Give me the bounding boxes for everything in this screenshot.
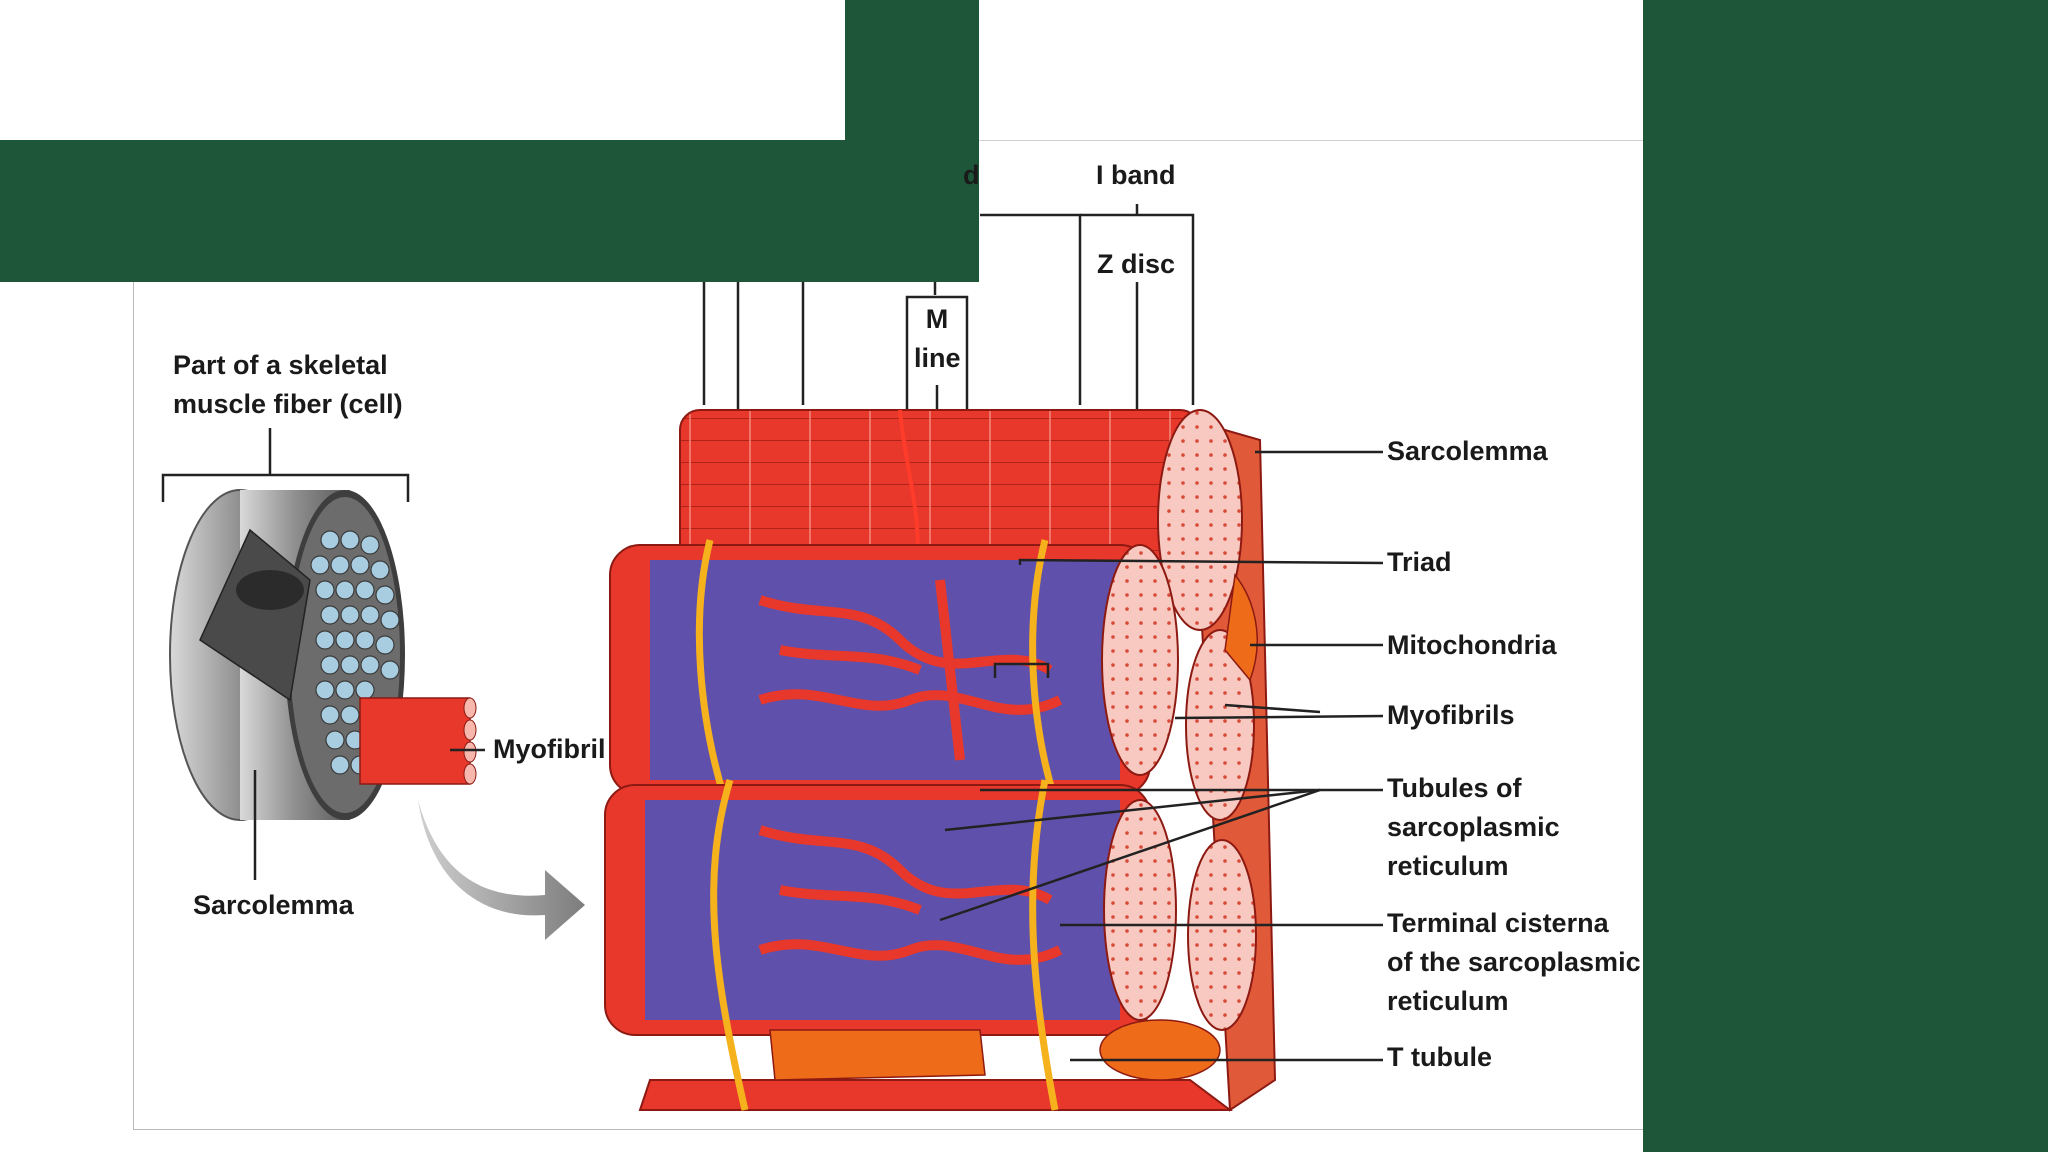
label-terminal-cisterna: Terminal cisterna of the sarcoplasmic re… [1387, 908, 1641, 1016]
label-sarcolemma-right: Sarcolemma [1387, 436, 1548, 466]
band-brackets [702, 204, 1195, 425]
myofibril-bundle [359, 697, 477, 785]
label-myofibrils: Myofibrils [1387, 700, 1515, 730]
leader-lines [939, 450, 1384, 1062]
skeletal-fiber-illustration [161, 428, 585, 940]
zoom-arrow-icon [418, 800, 585, 940]
slide-accent-right [1643, 0, 2048, 1152]
label-m-line: M line [914, 304, 961, 373]
sarcomere-illustration [604, 409, 1277, 1112]
label-z-disc: Z disc [1097, 249, 1176, 279]
slide-accent-band [0, 140, 979, 282]
label-t-tubule: T tubule [1387, 1042, 1492, 1072]
label-tubules-sr: Tubules of sarcoplasmic reticulum [1387, 773, 1560, 881]
label-myofibril: Myofibril [493, 734, 606, 764]
slide-accent-notch [845, 0, 979, 140]
label-triad: Triad [1387, 547, 1452, 577]
label-mitochondria: Mitochondria [1387, 630, 1557, 660]
label-i-band: I band [1096, 160, 1176, 190]
label-band-partial: d [963, 160, 980, 190]
label-sarcolemma-left: Sarcolemma [193, 890, 354, 920]
label-skeletal-fiber: Part of a skeletal muscle fiber (cell) [173, 350, 403, 419]
